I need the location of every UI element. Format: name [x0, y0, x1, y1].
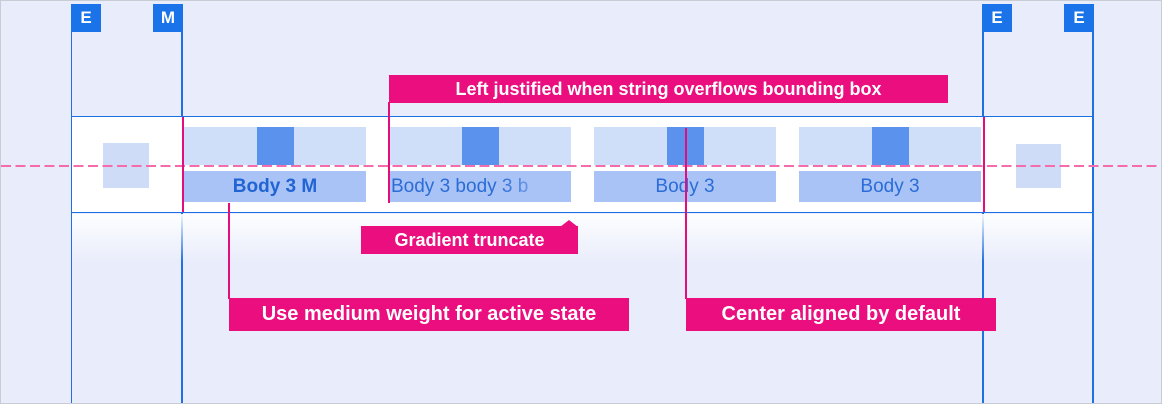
tab-icon-placeholder-icon [461, 127, 499, 165]
annotation-medium-weight: Use medium weight for active state [229, 298, 629, 331]
baseline-dashed-line [1, 164, 1161, 167]
margin-marker-line-right [982, 116, 985, 212]
tab-icon-placeholder-icon [256, 127, 294, 165]
tab-label: Body 3 [799, 171, 981, 202]
grid-guide-line-left-edge [70, 31, 72, 403]
arrow-up-icon [560, 220, 578, 227]
tab-icon-placeholder-icon [871, 127, 909, 165]
annotation-center-aligned: Center aligned by default [686, 298, 996, 331]
connector-center-aligned [685, 127, 687, 299]
grid-guide-line-right-edge [1092, 31, 1094, 403]
grid-marker-e-right-inner: E [982, 4, 1012, 32]
grid-marker-e-right-outer: E [1064, 4, 1094, 32]
annotation-gradient-truncate: Gradient truncate [361, 220, 578, 254]
grid-marker-m-left: M [153, 4, 183, 32]
annotation-left-justified: Left justified when string overflows bou… [389, 75, 948, 103]
tab-item-overflow[interactable]: Body 3 body 3 b [389, 1, 571, 403]
connector-left-justified [388, 102, 390, 203]
annotation-gradient-truncate-label: Gradient truncate [394, 229, 545, 250]
grid-marker-e-left: E [71, 4, 101, 32]
grid-guide-line-left-margin [181, 31, 183, 403]
tab-label: Body 3 body 3 b [389, 171, 571, 202]
connector-medium-weight [227, 203, 230, 299]
tab-item-body3m[interactable]: Body 3 M [184, 1, 366, 403]
tab-label: Body 3 M [184, 171, 366, 202]
tab-item-body3-second[interactable]: Body 3 [799, 1, 981, 403]
grid-guide-line-right-margin [982, 31, 984, 403]
margin-marker-line-left [181, 116, 184, 212]
